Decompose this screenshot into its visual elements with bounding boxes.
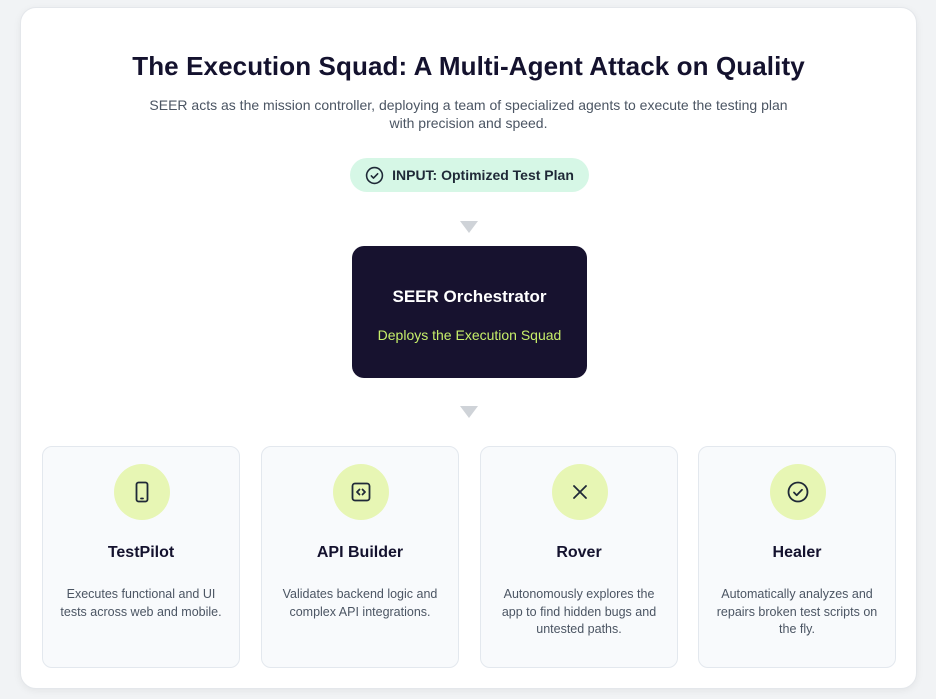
agent-card-healer: Healer Automatically analyzes and repair… [698, 446, 896, 668]
check-circle-icon [365, 166, 384, 184]
agent-icon-badge [552, 464, 608, 520]
agent-description: Executes functional and UI tests across … [60, 587, 222, 619]
agent-card-api-builder: API Builder Validates backend logic and … [261, 446, 459, 668]
agent-card-testpilot: TestPilot Executes functional and UI tes… [42, 446, 240, 668]
input-pill: INPUT: Optimized Test Plan [350, 158, 589, 192]
agent-name: Rover [556, 544, 602, 561]
agent-card-rover: Rover Autonomously explores the app to f… [480, 446, 678, 668]
x-icon [573, 485, 587, 499]
code-icon [351, 482, 371, 502]
flow-arrow-down [460, 406, 478, 418]
check-circle-icon [787, 481, 809, 503]
agent-icon-badge [770, 464, 826, 520]
agent-description: Automatically analyzes and repairs broke… [716, 587, 878, 636]
agent-description: Validates backend logic and complex API … [282, 587, 438, 619]
input-label: INPUT: Optimized Test Plan [392, 167, 574, 183]
orchestrator-subtitle: Deploys the Execution Squad [377, 327, 562, 343]
flow-arrow-down [460, 221, 478, 233]
orchestrator-title: SEER Orchestrator [392, 287, 547, 306]
page-title: The Execution Squad: A Multi-Agent Attac… [132, 51, 805, 81]
smartphone-icon [135, 481, 149, 503]
agent-name: TestPilot [107, 544, 175, 561]
main-card: The Execution Squad: A Multi-Agent Attac… [20, 7, 917, 689]
agent-description: Autonomously explores the app to find hi… [501, 587, 657, 636]
agent-icon-badge [333, 464, 389, 520]
orchestrator-box: SEER Orchestrator Deploys the Execution … [352, 246, 587, 378]
agent-icon-badge [114, 464, 170, 520]
agent-name: API Builder [316, 544, 404, 561]
agent-name: Healer [772, 544, 822, 561]
page-subtitle: SEER acts as the mission controller, dep… [149, 97, 788, 131]
